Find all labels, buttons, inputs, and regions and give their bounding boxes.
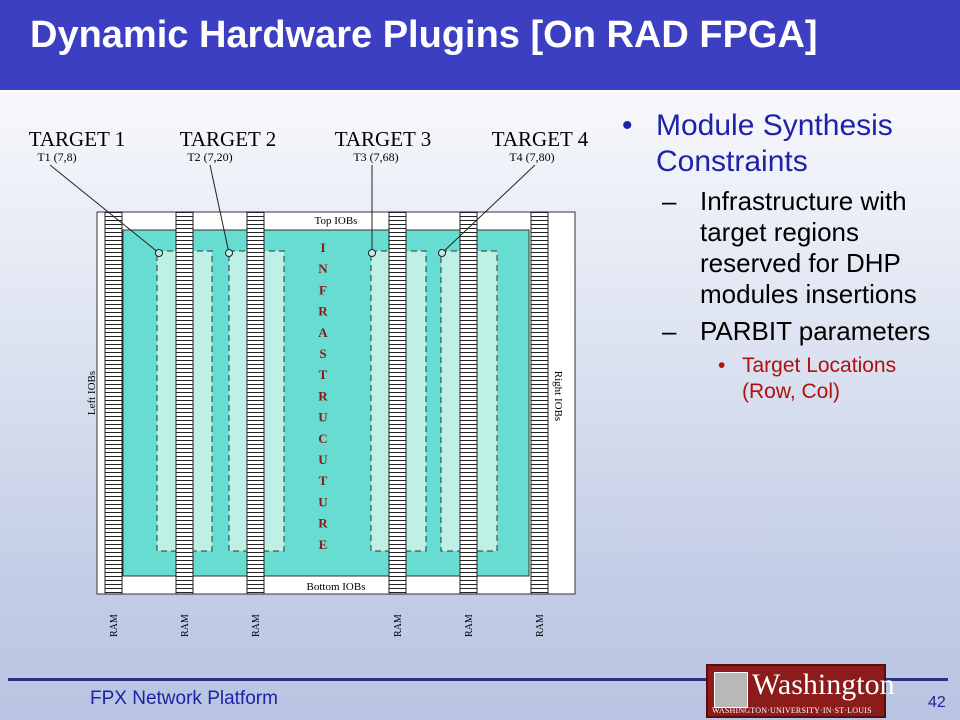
ram-column-3 xyxy=(246,211,265,595)
target-marker-4 xyxy=(438,249,446,257)
target-marker-2 xyxy=(225,249,233,257)
target-marker-1 xyxy=(155,249,163,257)
ram-label-1: RAM xyxy=(109,614,120,637)
ram-column-2 xyxy=(175,211,194,595)
seal-icon xyxy=(714,672,748,708)
infrastructure-letter-8: R xyxy=(318,388,328,403)
ram-label-6: RAM xyxy=(535,614,546,637)
ram-column-5 xyxy=(459,211,478,595)
infrastructure-letter-3: F xyxy=(319,282,327,297)
infrastructure-letter-5: A xyxy=(318,325,328,340)
ram-label-3: RAM xyxy=(251,614,262,637)
bottom-iobs-label: Bottom IOBs xyxy=(307,581,366,593)
infrastructure-letter-1: I xyxy=(320,240,325,255)
target-coord-4: T4 (7,80) xyxy=(509,150,554,164)
target-label-1: TARGET 1 xyxy=(29,127,126,151)
infrastructure-letter-4: R xyxy=(318,304,328,319)
ram-label-4: RAM xyxy=(393,614,404,637)
logo-wordmark: Washington xyxy=(752,668,895,701)
footer-divider xyxy=(8,678,948,681)
page-number: 42 xyxy=(928,694,946,711)
target-leader-4 xyxy=(441,164,536,254)
target-leader-1 xyxy=(49,164,160,254)
target-label-3: TARGET 3 xyxy=(335,127,432,151)
infrastructure-letter-9: U xyxy=(318,410,328,425)
target-marker-3 xyxy=(368,249,376,257)
left-iobs-label: Left IOBs xyxy=(86,371,98,415)
target-coord-3: T3 (7,68) xyxy=(353,150,398,164)
bullet-sub-2-text: PARBIT parameters xyxy=(700,316,931,346)
target-coord-2: T2 (7,20) xyxy=(187,150,232,164)
infrastructure-letter-11: U xyxy=(318,452,328,467)
infrastructure-letter-15: E xyxy=(319,537,328,552)
top-iobs-label: Top IOBs xyxy=(315,215,358,227)
target-coord-1: T1 (7,8) xyxy=(37,150,76,164)
footer-text: FPX Network Platform xyxy=(90,688,278,709)
bullet-sub-3-text: Target Locations (Row, Col) xyxy=(742,354,897,403)
bullet-sub-2: –PARBIT parameters xyxy=(662,316,931,346)
right-iobs-label: Right IOBs xyxy=(552,371,564,421)
bullet-sub-3: •Target Locations (Row, Col) xyxy=(718,354,897,403)
infrastructure-letter-12: T xyxy=(319,473,328,488)
bullet-sub-1: –Infrastructure with target regions rese… xyxy=(662,186,917,309)
target-label-4: TARGET 4 xyxy=(492,127,589,151)
ram-label-2: RAM xyxy=(180,614,191,637)
infrastructure-letter-10: C xyxy=(318,431,327,446)
university-logo: Washington WASHINGTON·UNIVERSITY·IN·ST·L… xyxy=(706,664,895,718)
infrastructure-letter-2: N xyxy=(318,261,328,276)
ram-column-6 xyxy=(530,211,549,595)
logo-subtitle: WASHINGTON·UNIVERSITY·IN·ST·LOUIS xyxy=(712,706,872,715)
infrastructure-letter-13: U xyxy=(318,494,328,509)
infrastructure-letter-14: R xyxy=(318,516,328,531)
infrastructure-letter-6: S xyxy=(319,346,326,361)
ram-column-1 xyxy=(104,211,123,595)
target-label-2: TARGET 2 xyxy=(180,127,277,151)
bullet-main: •Module Synthesis Constraints xyxy=(622,109,893,178)
bullet-main-text: Module Synthesis Constraints xyxy=(656,109,893,178)
slide-title: Dynamic Hardware Plugins [On RAD FPGA] xyxy=(30,14,818,56)
target-leader-2 xyxy=(209,164,230,254)
ram-column-4 xyxy=(388,211,407,595)
ram-label-5: RAM xyxy=(464,614,475,637)
infrastructure-letter-7: T xyxy=(319,367,328,382)
title-bar: Dynamic Hardware Plugins [On RAD FPGA] xyxy=(0,0,960,90)
bullet-list: •Module Synthesis Constraints –Infrastru… xyxy=(618,108,953,405)
bullet-sub-1-text: Infrastructure with target regions reser… xyxy=(700,186,917,309)
